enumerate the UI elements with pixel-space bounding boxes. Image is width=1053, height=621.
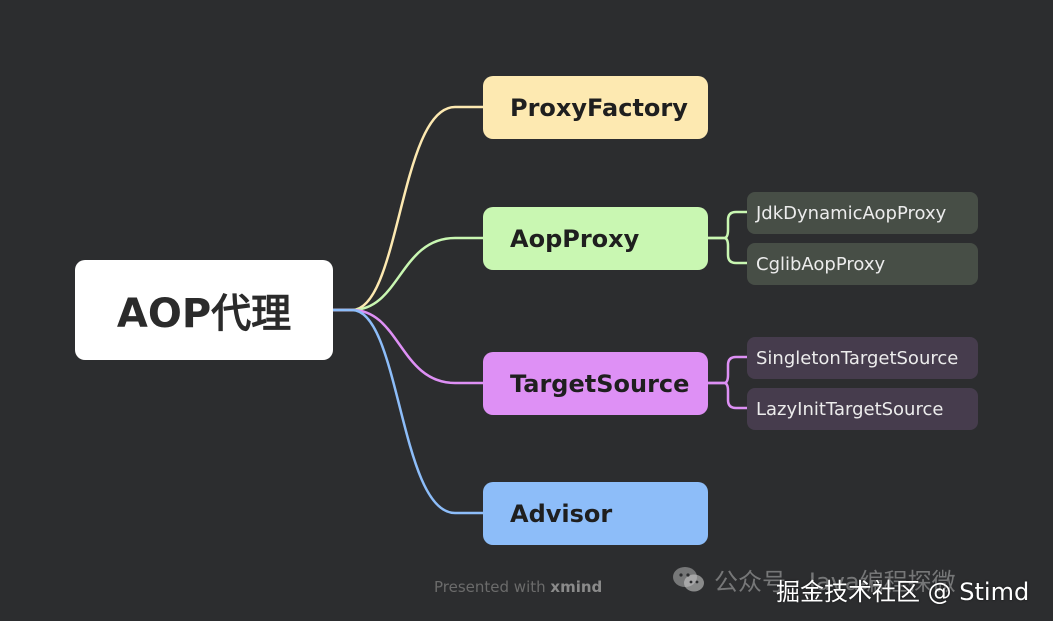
root-node[interactable]: AOP代理 (75, 260, 333, 360)
connector-jdkdynamicaopproxy (708, 210, 747, 240)
presented-with-footer: Presented with xmind (434, 578, 602, 596)
branch-node-proxyfactory[interactable]: ProxyFactory (483, 76, 708, 139)
connector-singletontargetsource (708, 355, 747, 385)
connector-proxyfactory (333, 105, 483, 312)
branch-node-targetsource[interactable]: TargetSource (483, 352, 708, 415)
connector-cglibaopproxy (708, 236, 747, 265)
leaf-node-jdkdynamicaopproxy[interactable]: JdkDynamicAopProxy (747, 192, 978, 234)
leaf-node-lazyinittargetsource[interactable]: LazyInitTargetSource (747, 388, 978, 430)
connector-aopproxy (333, 236, 483, 312)
leaf-node-cglibaopproxy[interactable]: CglibAopProxy (747, 243, 978, 285)
wechat-watermark-text: 公众号 · Java编程探微 (714, 568, 956, 596)
wechat-icon (673, 566, 704, 591)
connector-advisor (333, 308, 483, 515)
branch-node-aopproxy[interactable]: AopProxy (483, 207, 708, 270)
xmind-brand: xmind (550, 578, 603, 596)
connector-targetsource (333, 308, 483, 385)
wechat-watermark: 公众号 · Java编程探微 (672, 562, 956, 597)
leaf-node-singletontargetsource[interactable]: SingletonTargetSource (747, 337, 978, 379)
presented-with-label: Presented with (434, 578, 546, 596)
connector-lazyinittargetsource (708, 381, 747, 410)
branch-node-advisor[interactable]: Advisor (483, 482, 708, 545)
juejin-watermark: 掘金技术社区 @ Stimd (776, 578, 1030, 606)
